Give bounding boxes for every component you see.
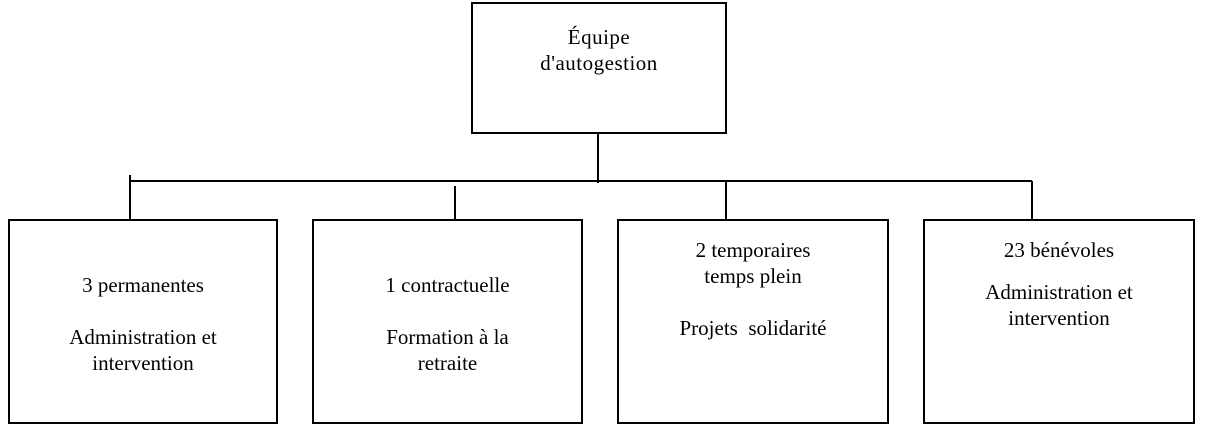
child-node-benevoles: 23 bénévoles Administration et intervent… xyxy=(923,219,1195,424)
child-node-role: retraite xyxy=(417,351,478,375)
child-node-role: Formation à la xyxy=(386,325,509,349)
root-node: Équipe d'autogestion xyxy=(471,2,727,134)
spacer xyxy=(314,298,581,324)
child-node-permanentes: 3 permanentes Administration et interven… xyxy=(8,219,278,424)
spacer xyxy=(10,298,276,324)
child-node-title: 1 contractuelle xyxy=(385,273,510,297)
child-node-role: intervention xyxy=(1008,306,1110,330)
root-node-line: d'autogestion xyxy=(540,51,658,75)
child-node-temporaires: 2 temporaires temps plein Projets solida… xyxy=(617,219,889,424)
root-node-line: Équipe xyxy=(567,25,631,49)
child-node-contractuelle: 1 contractuelle Formation à la retraite xyxy=(312,219,583,424)
child-node-title: temps plein xyxy=(704,264,802,288)
child-node-title: 3 permanentes xyxy=(82,273,204,297)
child-node-title: 2 temporaires xyxy=(695,238,811,262)
child-node-role: Administration et xyxy=(69,325,217,349)
spacer xyxy=(619,289,887,315)
spacer xyxy=(925,263,1193,279)
child-node-role: intervention xyxy=(92,351,194,375)
child-node-title: 23 bénévoles xyxy=(1003,238,1115,262)
child-node-role: Administration et xyxy=(985,280,1133,304)
child-node-role: Projets solidarité xyxy=(679,316,827,340)
